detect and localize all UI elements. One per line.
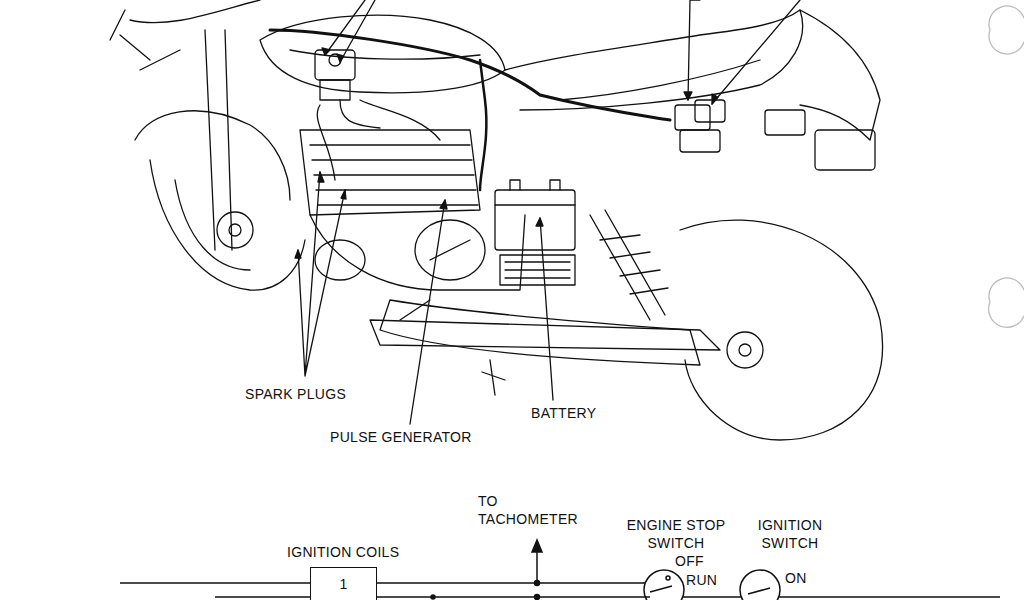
part-label: ON — [785, 570, 807, 588]
ignition-coil-box: 1 — [310, 567, 377, 600]
part-label: RUN — [686, 572, 717, 590]
part-label: PULSE GENERATOR — [330, 429, 472, 447]
part-label: BATTERY — [531, 405, 596, 423]
part-label: IGNITION COILS — [287, 544, 399, 562]
part-label: SPARK PLUGS — [245, 386, 346, 404]
part-label: ENGINE STOP SWITCH — [612, 517, 740, 552]
part-label: IGNITION SWITCH — [742, 517, 838, 552]
part-label: TO TACHOMETER — [478, 493, 590, 528]
part-label: OFF — [675, 553, 704, 571]
coil-number: 1 — [311, 568, 376, 592]
